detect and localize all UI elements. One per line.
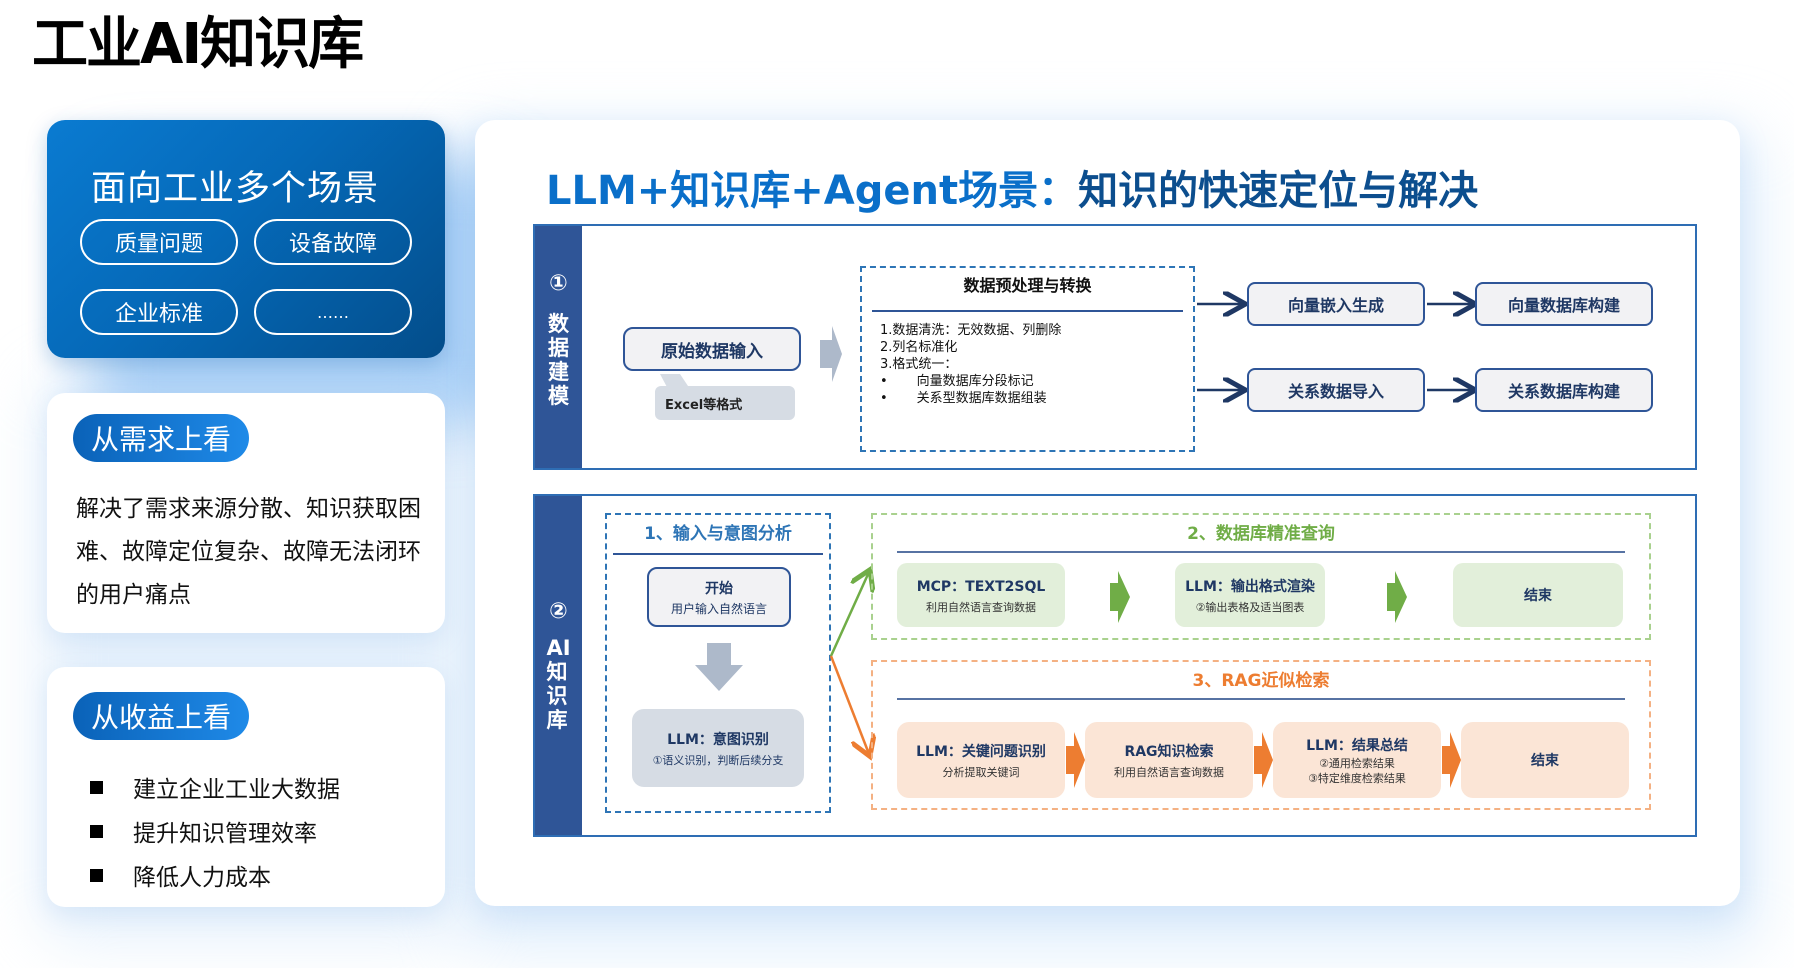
key-issue-node[interactable]: LLM：关键问题识别 分析提取关键词	[897, 722, 1065, 798]
scenario-chip-equipment-fault[interactable]: 设备故障	[254, 219, 412, 265]
benefit-list: 建立企业工业大数据 提升知识管理效率 降低人力成本	[90, 765, 340, 897]
start-node[interactable]: 开始 用户输入自然语言	[647, 567, 791, 627]
section1-number: ①	[549, 271, 568, 296]
square-bullet-icon	[90, 868, 103, 882]
db-query-end-node[interactable]: 结束	[1453, 563, 1623, 627]
section1-label-strip: ① 数 据 建 模	[535, 226, 582, 468]
benefit-item: 建立企业工业大数据	[90, 765, 340, 809]
section2-label-strip: ② AI 知 识 库	[535, 496, 582, 835]
section1-connectors	[1197, 226, 1495, 472]
scenario-chip-enterprise-standard[interactable]: 企业标准	[80, 289, 238, 335]
section2-label: AI 知 识 库	[546, 636, 571, 732]
divider	[613, 553, 823, 555]
excel-callout	[660, 374, 690, 389]
preprocess-bullet: • 向量数据库分段标记	[880, 374, 1034, 389]
section2-number: ②	[549, 599, 568, 624]
main-panel: LLM+知识库+Agent场景：知识的快速定位与解决 ① 数 据 建 模 原始数…	[475, 120, 1740, 906]
scenario-title: 面向工业多个场景	[91, 169, 380, 209]
preprocess-title: 数据预处理与转换	[963, 276, 1092, 295]
preprocess-bullet: • 关系型数据库数据组装	[880, 391, 1047, 406]
scenario-card: 面向工业多个场景 质量问题 设备故障 企业标准 ……	[47, 120, 445, 358]
section1-label: 数 据 建 模	[548, 312, 569, 408]
divider	[897, 551, 1625, 553]
branch-to-db-query-arrow	[829, 572, 869, 657]
stage3-title: 3、RAG近似检索	[1192, 671, 1330, 691]
benefit-item: 提升知识管理效率	[90, 809, 340, 853]
relational-db-node[interactable]: 关系数据库构建	[1475, 368, 1653, 412]
rag-retrieval-node[interactable]: RAG知识检索 利用自然语言查询数据	[1085, 722, 1253, 798]
result-summary-node[interactable]: LLM：结果总结 ②通用检索结果 ③特定维度检索结果	[1273, 722, 1441, 798]
preprocess-box: 数据预处理与转换 1.数据清洗：无效数据、列删除 2.列名标准化 3.格式统一：…	[860, 266, 1195, 452]
main-title: LLM+知识库+Agent场景：知识的快速定位与解决	[546, 158, 1478, 216]
rag-end-node[interactable]: 结束	[1461, 722, 1629, 798]
demand-label: 从需求上看	[73, 414, 250, 462]
preprocess-steps: 1.数据清洗：无效数据、列删除 2.列名标准化 3.格式统一： • 向量数据库分…	[880, 323, 1062, 406]
orange-chevron-arrow-icon	[1442, 732, 1461, 788]
stage3-rag-box: 3、RAG近似检索 LLM：关键问题识别 分析提取关键词 RAG知识检索 利用自…	[871, 660, 1651, 810]
green-chevron-arrow-icon	[1387, 571, 1407, 623]
raw-data-input-node[interactable]: 原始数据输入	[623, 327, 801, 371]
benefit-item: 降低人力成本	[90, 853, 340, 897]
green-chevron-arrow-icon	[1110, 571, 1130, 623]
section-data-modeling: ① 数 据 建 模 原始数据输入 Excel等格式 数据预处理与转换 1.数据清…	[533, 224, 1697, 470]
main-title-prefix: LLM+知识库+Agent场景：	[546, 168, 1079, 214]
stage2-title: 2、数据库精准查询	[1187, 524, 1335, 544]
text2sql-node[interactable]: MCP：TEXT2SQL 利用自然语言查询数据	[897, 563, 1065, 627]
output-render-node[interactable]: LLM：输出格式渲染 ②输出表格及适当图表	[1175, 563, 1325, 627]
vector-db-node[interactable]: 向量数据库构建	[1475, 282, 1653, 326]
divider	[872, 310, 1183, 312]
excel-format-note: Excel等格式	[655, 386, 795, 420]
stage1-intent-box: 1、输入与意图分析 开始 用户输入自然语言 LLM：意图识别 ①语义识别，判断后…	[605, 513, 831, 813]
relational-import-node[interactable]: 关系数据导入	[1247, 368, 1425, 412]
scenario-chip-more[interactable]: ……	[254, 289, 412, 335]
orange-chevron-arrow-icon	[1254, 732, 1273, 788]
down-arrow-icon	[695, 643, 743, 691]
divider	[897, 698, 1625, 700]
orange-chevron-arrow-icon	[1066, 732, 1085, 788]
section-ai-knowledge-base: ② AI 知 识 库 1、输入与意图分析 开始 用户输入自然语言 LLM：意图识…	[533, 494, 1697, 837]
branch-to-rag-arrow	[829, 655, 869, 754]
branch-arrows	[829, 556, 879, 786]
square-bullet-icon	[90, 780, 103, 794]
page-title: 工业AI知识库	[32, 12, 364, 77]
benefit-label: 从收益上看	[73, 692, 250, 740]
chevron-right-arrow-icon	[820, 326, 842, 382]
demand-card: 从需求上看 解决了需求来源分散、知识获取困难、故障定位复杂、故障无法闭环的用户痛…	[47, 393, 445, 633]
intent-recognition-node[interactable]: LLM：意图识别 ①语义识别，判断后续分支	[632, 709, 804, 787]
demand-text: 解决了需求来源分散、知识获取困难、故障定位复杂、故障无法闭环的用户痛点	[76, 496, 421, 608]
scenario-chip-quality[interactable]: 质量问题	[80, 219, 238, 265]
square-bullet-icon	[90, 824, 103, 838]
benefit-card: 从收益上看 建立企业工业大数据 提升知识管理效率 降低人力成本	[47, 667, 445, 907]
main-title-suffix: 知识的快速定位与解决	[1078, 168, 1479, 214]
stage2-db-query-box: 2、数据库精准查询 MCP：TEXT2SQL 利用自然语言查询数据 LLM：输出…	[871, 513, 1651, 640]
vector-embed-node[interactable]: 向量嵌入生成	[1247, 282, 1425, 326]
stage1-title: 1、输入与意图分析	[644, 524, 792, 544]
